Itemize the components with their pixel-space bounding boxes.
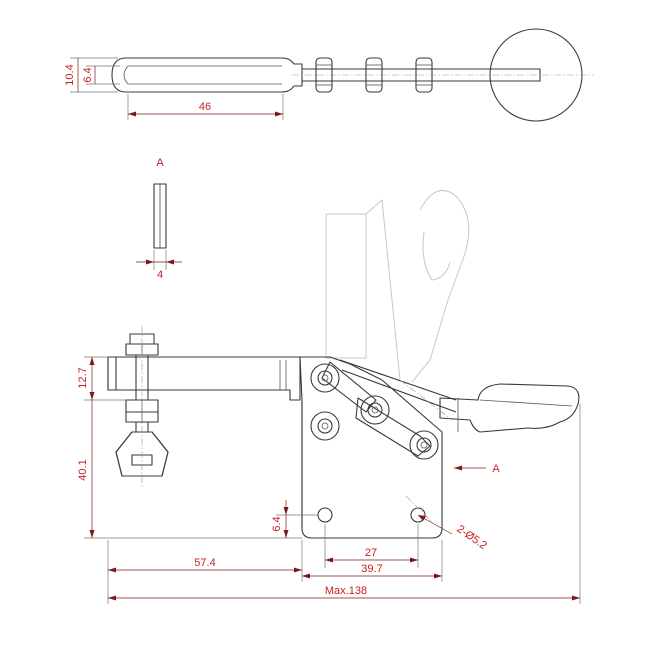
pivot-pin-lower-left	[310, 411, 340, 441]
clamp-arm	[107, 356, 301, 401]
dim-hole-spec: 2-Ø5.2	[455, 523, 489, 552]
top-view-arm-outline	[111, 57, 303, 93]
dim-spindle-height: 40.1	[77, 459, 89, 480]
top-view: 10.4 6.4 46	[64, 28, 594, 122]
pivot-pin-center	[360, 395, 390, 425]
dim-arm-height: 12.7	[77, 367, 89, 388]
arm-tip	[107, 357, 117, 390]
view-a-side-label: A	[492, 463, 500, 475]
dim-base-offset: 6.4	[271, 516, 283, 531]
top-view-arm-slot	[123, 65, 282, 85]
dim-top-width-inner: 6.4	[82, 67, 94, 82]
dim-overall-length: Max.138	[325, 585, 367, 597]
base-plate	[299, 356, 443, 539]
view-a-section: A 4	[136, 157, 182, 281]
pivot-pin-right	[409, 430, 439, 460]
dim-handle-length: 46	[199, 101, 211, 113]
pivot-pin-upper-left	[310, 363, 340, 393]
mounting-hole-left	[317, 507, 333, 523]
side-view: A 12.7 40.1 6.4 2-Ø5.2 27	[77, 326, 581, 604]
dim-base-width: 39.7	[361, 563, 382, 575]
dim-hole-spacing: 27	[365, 547, 377, 559]
dim-reach: 57.4	[194, 557, 215, 569]
clamp-handle	[439, 383, 580, 433]
view-a-top-label: A	[156, 157, 164, 169]
open-position-ghost	[325, 189, 470, 383]
dim-top-width-outer: 10.4	[64, 64, 76, 85]
linkage-bar	[355, 397, 431, 457]
dim-bar-thickness: 4	[157, 269, 163, 281]
